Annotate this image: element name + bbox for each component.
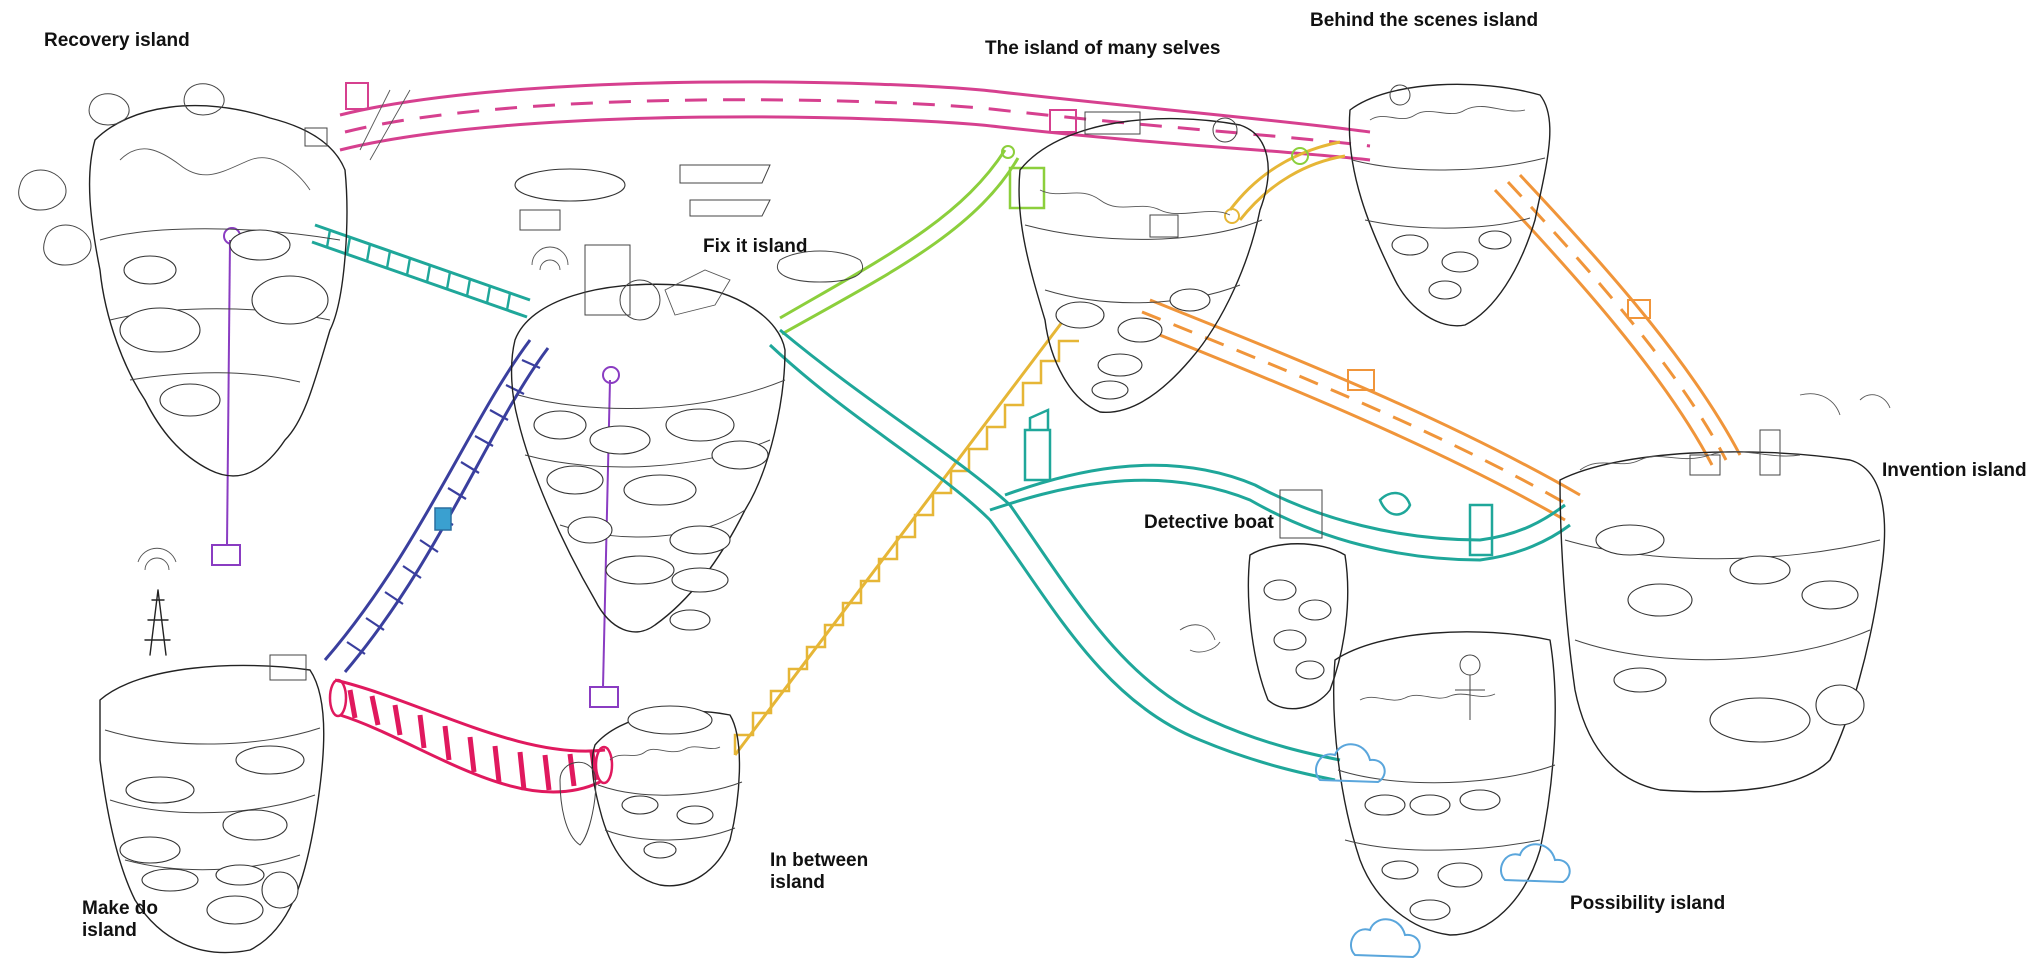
in-between-island bbox=[559, 705, 743, 887]
detective-boat bbox=[1179, 489, 1349, 710]
label-in-between-island: In between island bbox=[770, 850, 869, 893]
label-recovery-island: Recovery island bbox=[44, 30, 190, 51]
label-invention-island: Invention island bbox=[1882, 460, 2027, 481]
label-behind-scenes-island: Behind the scenes island bbox=[1310, 10, 1539, 31]
fix-it-island bbox=[510, 164, 863, 633]
road-many-selves-to-invention bbox=[1134, 298, 1581, 522]
label-many-selves-island: The island of many selves bbox=[985, 38, 1221, 59]
possibility-island bbox=[1315, 631, 1571, 959]
behind-scenes-island bbox=[1348, 83, 1551, 327]
road-recovery-to-behind-scenes bbox=[339, 80, 1371, 162]
recovery-island bbox=[18, 83, 411, 477]
label-make-do-island: Make do island bbox=[82, 898, 159, 941]
tube-many-selves-to-behind-scenes bbox=[1224, 140, 1346, 224]
label-possibility-island: Possibility island bbox=[1570, 893, 1726, 914]
label-detective-boat: Detective boat bbox=[1144, 512, 1274, 533]
ladder-recovery-to-fix-it bbox=[311, 223, 531, 319]
stairs-many-selves-to-in-between bbox=[733, 304, 1079, 756]
many-selves-island bbox=[1018, 111, 1269, 413]
road-behind-scenes-to-invention bbox=[1493, 173, 1742, 466]
label-fix-it-island: Fix it island bbox=[703, 236, 808, 257]
invention-island bbox=[1559, 393, 1891, 793]
tube-fix-it-to-many-selves bbox=[779, 145, 1046, 336]
make-do-island bbox=[99, 547, 325, 954]
ladder-fix-it-to-make-do bbox=[323, 339, 550, 673]
river-fix-it-to-possibility-and-invention bbox=[768, 328, 1571, 782]
bridge-make-do-to-in-between bbox=[328, 678, 614, 794]
